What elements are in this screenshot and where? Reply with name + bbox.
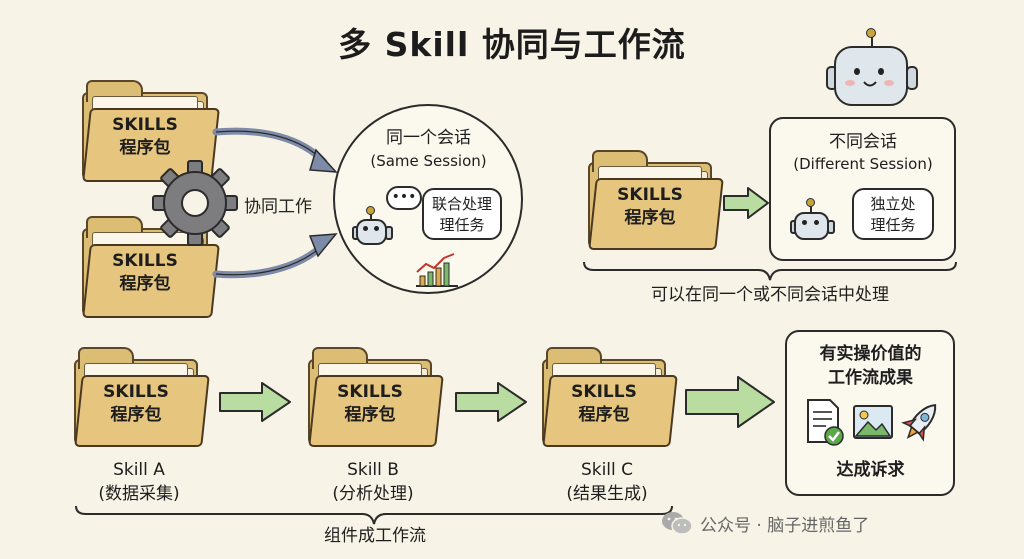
skills-folder-top-left-1: SKILLS 程序包 bbox=[82, 78, 220, 182]
bubble-line1: 独立处 bbox=[870, 195, 916, 213]
folder-label-line1: SKILLS bbox=[617, 185, 683, 205]
result-line2: 工作流成果 bbox=[828, 368, 913, 388]
joint-task-bubble: 联合处理 理任务 bbox=[422, 188, 502, 240]
bubble-line2: 理任务 bbox=[870, 216, 916, 234]
skill-a-desc: (数据采集) bbox=[98, 484, 180, 504]
different-session-subtitle: (Different Session) bbox=[793, 155, 933, 173]
folder-label-line2: 程序包 bbox=[624, 208, 676, 228]
top-right-brace-caption: 可以在同一个或不同会话中处理 bbox=[651, 285, 889, 305]
skills-folder-skill-b: SKILLS 程序包 bbox=[308, 345, 444, 447]
arrow-b-to-c bbox=[455, 382, 527, 422]
checked-document-icon bbox=[807, 399, 844, 446]
workflow-brace bbox=[75, 505, 673, 525]
page-title: 多 Skill 协同与工作流 bbox=[338, 25, 686, 64]
robot-icon bbox=[790, 198, 835, 242]
arrow-c-to-result bbox=[685, 376, 775, 428]
folder-label-line2: 程序包 bbox=[119, 274, 171, 294]
arrow-to-session-top bbox=[212, 127, 338, 173]
arrow-a-to-b bbox=[219, 382, 291, 422]
robot-icon bbox=[352, 206, 393, 246]
image-icon bbox=[853, 405, 893, 439]
different-session-title: 不同会话 bbox=[829, 132, 897, 152]
bubble-line1: 联合处理 bbox=[431, 195, 492, 213]
folder-label-line2: 程序包 bbox=[344, 405, 396, 425]
gear-icon bbox=[152, 160, 238, 246]
result-caption: 达成诉求 bbox=[836, 460, 905, 480]
skill-b-name: Skill B bbox=[347, 460, 399, 480]
thinking-dots-bubble: ••• bbox=[386, 186, 422, 210]
collab-label: 协同工作 bbox=[244, 197, 312, 217]
skills-folder-top-left-2: SKILLS 程序包 bbox=[82, 214, 220, 318]
bubble-line2: 理任务 bbox=[439, 216, 485, 234]
same-session-title: 同一个会话 bbox=[386, 128, 471, 148]
arrow-to-different-session bbox=[723, 187, 769, 219]
top-right-brace bbox=[583, 261, 957, 281]
arrow-to-session-bottom bbox=[212, 233, 338, 279]
wechat-icon bbox=[662, 512, 693, 535]
independent-task-bubble: 独立处 理任务 bbox=[852, 188, 934, 240]
folder-label-line1: SKILLS bbox=[112, 251, 178, 271]
watermark-text: 公众号 · 脑子进煎鱼了 bbox=[700, 515, 870, 536]
skill-c-name: Skill C bbox=[580, 460, 634, 480]
workflow-brace-caption: 组件成工作流 bbox=[324, 526, 426, 546]
folder-label-line1: SKILLS bbox=[337, 382, 403, 402]
rocket-icon bbox=[901, 404, 937, 442]
skills-folder-skill-a: SKILLS 程序包 bbox=[74, 345, 210, 447]
folder-label-line1: SKILLS bbox=[112, 115, 178, 135]
folder-label-line2: 程序包 bbox=[119, 138, 171, 158]
skill-a-name: Skill A bbox=[113, 460, 165, 480]
same-session-subtitle: (Same Session) bbox=[370, 152, 487, 170]
skill-c-desc: (结果生成) bbox=[566, 484, 648, 504]
result-line1: 有实操价值的 bbox=[819, 344, 922, 364]
watermark: 公众号 · 脑子进煎鱼了 bbox=[660, 510, 869, 536]
growth-chart-icon bbox=[416, 253, 458, 287]
folder-label-line1: SKILLS bbox=[103, 382, 169, 402]
robot-mascot-icon bbox=[826, 28, 918, 108]
folder-label-line2: 程序包 bbox=[110, 405, 162, 425]
folder-label-line1: SKILLS bbox=[571, 382, 637, 402]
skills-folder-top-right: SKILLS 程序包 bbox=[588, 148, 724, 250]
skills-folder-skill-c: SKILLS 程序包 bbox=[542, 345, 678, 447]
skill-b-desc: (分析处理) bbox=[332, 484, 414, 504]
folder-label-line2: 程序包 bbox=[578, 405, 630, 425]
